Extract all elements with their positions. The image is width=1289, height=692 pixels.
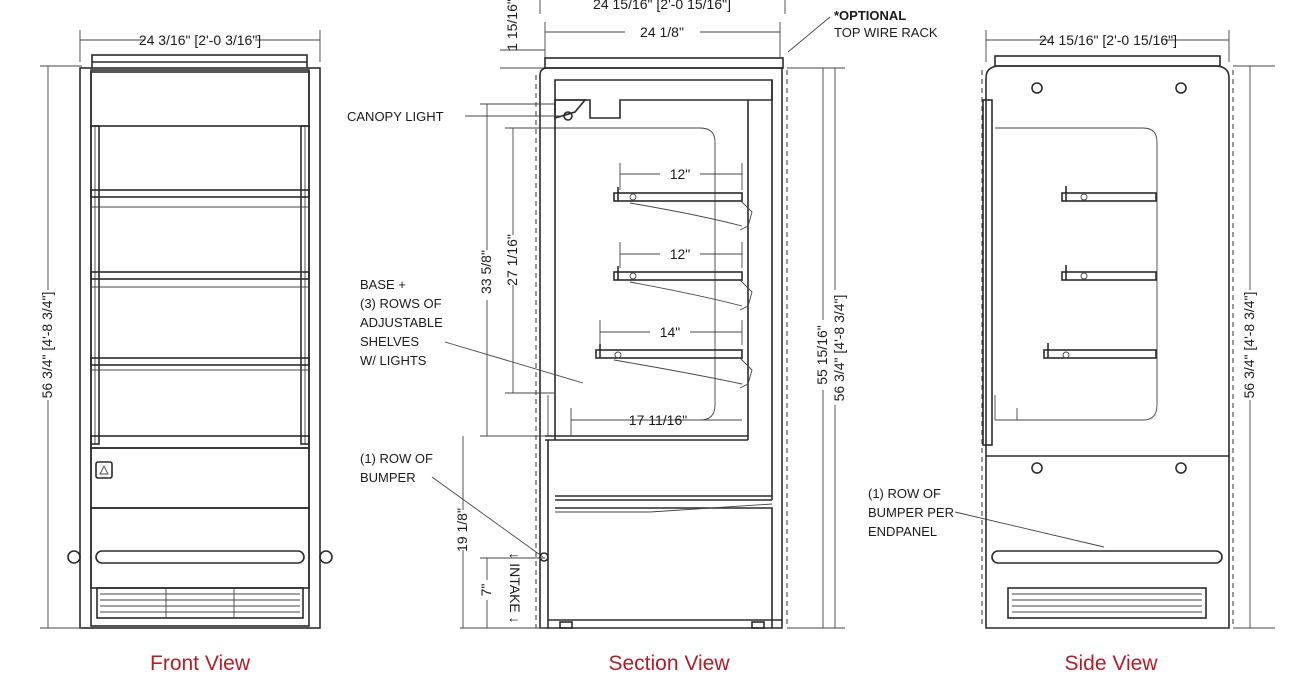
intake-height-dimension: 7" xyxy=(478,584,494,597)
bumper-callout-1: (1) ROW OF xyxy=(360,451,433,466)
canopy-light-icon xyxy=(563,111,573,121)
shelf-3-depth: 14" xyxy=(660,324,681,340)
base-rows-callout-2: (3) ROWS OF xyxy=(360,296,442,311)
side-width-dimension: 24 15/16" [2'-0 15/16"] xyxy=(1039,32,1177,48)
canopy-light-callout: CANOPY LIGHT xyxy=(347,109,444,124)
section-view: 24 15/16" [2'-0 15/16"] 24 1/8" 1 15/16"… xyxy=(347,0,938,675)
base-rows-callout-3: ADJUSTABLE xyxy=(360,315,443,330)
section-total-height-dimension: 56 3/4" [4'-8 3/4"] xyxy=(831,295,847,402)
section-shelf-1: 12" xyxy=(613,163,753,231)
side-shelf-3 xyxy=(1043,343,1157,359)
front-view: 24 3/16" [2'-0 3/16"] xyxy=(39,30,333,675)
section-overall-height-dimension: 55 15/16" xyxy=(814,325,830,384)
side-grille xyxy=(1007,587,1207,619)
section-inner-width-dimension: 24 1/8" xyxy=(640,24,684,40)
optional-rack-callout-2: TOP WIRE RACK xyxy=(834,25,938,40)
section-shelf-3: 14" xyxy=(595,320,753,389)
side-bumper-callout-3: ENDPANEL xyxy=(868,524,937,539)
side-shelf-2 xyxy=(1061,265,1157,281)
optional-rack-callout: *OPTIONAL xyxy=(834,8,906,23)
front-grille xyxy=(96,587,304,619)
brand-logo-icon xyxy=(95,461,113,479)
front-width-dimension: 24 3/16" [2'-0 3/16"] xyxy=(139,32,261,48)
side-bumper xyxy=(991,550,1223,564)
section-shelf-2: 12" xyxy=(613,242,753,311)
side-view: 24 15/16" [2'-0 15/16"] xyxy=(868,30,1275,675)
side-bumper-callout-2: BUMPER PER xyxy=(868,505,954,520)
side-view-caption: Side View xyxy=(1064,652,1158,675)
bumper-callout-2: BUMPER xyxy=(360,470,416,485)
base-depth-dimension: 17 11/16" xyxy=(629,412,687,428)
shelf-2-depth: 12" xyxy=(670,246,691,262)
lower-height-dimension: 19 1/8" xyxy=(454,508,470,552)
side-height-dimension: 56 3/4" [4'-8 3/4"] xyxy=(1241,292,1257,399)
side-shelf-1 xyxy=(1061,186,1157,202)
rack-height-dimension: 1 15/16" xyxy=(504,0,520,51)
front-view-caption: Front View xyxy=(150,652,251,675)
intake-label: ↓ INTAKE ↓ xyxy=(507,552,523,623)
base-rows-callout-1: BASE + xyxy=(360,277,406,292)
base-rows-callout-5: W/ LIGHTS xyxy=(360,353,427,368)
section-view-caption: Section View xyxy=(608,652,730,675)
section-top-width-dimension: 24 15/16" [2'-0 15/16"] xyxy=(593,0,731,12)
side-bumper-callout-1: (1) ROW OF xyxy=(868,486,941,501)
opening-height-dimension: 33 5/8" xyxy=(478,250,494,294)
front-height-dimension: 56 3/4" [4'-8 3/4"] xyxy=(39,292,55,399)
shelf-area-height-dimension: 27 1/16" xyxy=(504,234,520,286)
front-bumper xyxy=(95,550,305,564)
base-rows-callout-4: SHELVES xyxy=(360,334,419,349)
shelf-1-depth: 12" xyxy=(670,166,691,182)
